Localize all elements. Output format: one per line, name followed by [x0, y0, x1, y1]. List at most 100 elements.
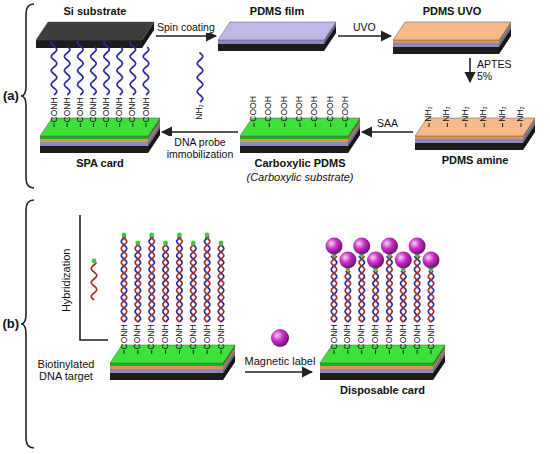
substrate-slab	[240, 118, 360, 153]
target-strand	[190, 244, 196, 322]
label-text: CONH	[62, 97, 72, 122]
substrate-slab	[415, 118, 535, 150]
surface-stem	[346, 123, 347, 127]
substrate-slab	[218, 22, 336, 51]
label-text: Magnetic label	[245, 355, 316, 368]
probe-strand	[51, 41, 57, 95]
surface-stem	[54, 123, 55, 127]
caption-text: Disposable card	[340, 383, 425, 397]
probe-strand	[400, 271, 406, 322]
surface-stem	[300, 123, 301, 127]
slab-layer	[240, 136, 348, 139]
arrow-label: DNA probe immobilization	[160, 136, 240, 160]
biotin-dot	[177, 233, 182, 238]
surface-stem	[429, 123, 430, 127]
label-text: COOH	[341, 96, 351, 122]
substrate-slab	[110, 345, 235, 380]
card-caption: SPA card	[76, 156, 124, 170]
label-text: NH₂	[461, 106, 471, 122]
slab-layer	[393, 43, 499, 47]
surface-stem	[447, 123, 448, 127]
process-arrow	[162, 131, 238, 133]
surface-stem	[207, 350, 208, 354]
surface-stem	[284, 123, 285, 127]
probe-strand	[190, 244, 196, 322]
label-text: CONH	[89, 97, 99, 122]
target-strand	[428, 271, 434, 322]
label-text: CONH	[75, 97, 85, 122]
surface-stem	[124, 350, 125, 354]
magnetic-bead	[353, 238, 370, 255]
target-strand	[149, 237, 155, 323]
probe-strand	[331, 256, 337, 322]
label-text: CONH	[49, 97, 59, 122]
probe-strand	[428, 271, 434, 322]
biotin-dot	[191, 241, 196, 246]
label-text: NH₂	[195, 104, 205, 120]
magnetic-arrow	[245, 371, 312, 373]
target-strand	[400, 271, 406, 322]
slab-layer	[415, 139, 523, 143]
substrate-slab	[320, 345, 445, 380]
label-text: NH₂	[442, 106, 452, 122]
slab-layer	[110, 366, 223, 369]
probe-strand	[117, 47, 123, 95]
target-strand	[91, 263, 97, 301]
probe-strand	[130, 41, 136, 95]
surface-stem	[315, 123, 316, 127]
label-text: CONH	[128, 97, 138, 122]
slab-layer	[218, 40, 324, 44]
probe-strand	[373, 271, 379, 322]
label-text: (a)	[3, 89, 19, 104]
magnetic-bead	[395, 252, 412, 269]
surface-stem	[146, 123, 147, 127]
target-strand	[359, 256, 365, 322]
probe-strand	[135, 244, 141, 322]
label-text: CONH	[357, 324, 367, 349]
slab-layer	[40, 139, 148, 142]
label-text: COOH	[326, 96, 336, 122]
label-text: CONH	[141, 97, 151, 122]
surface-stem	[484, 123, 485, 127]
process-arrow	[338, 35, 391, 37]
probe-strand	[64, 47, 70, 95]
caption-text: PDMS film	[250, 4, 304, 18]
slab-top	[393, 22, 511, 40]
surface-stem	[106, 123, 107, 127]
surface-stem	[221, 350, 222, 354]
slab-layer	[393, 47, 499, 54]
slab-layer	[320, 363, 433, 366]
label-text: CONH	[147, 324, 157, 349]
slab-layer	[110, 363, 223, 366]
label-text: CONH	[426, 324, 436, 349]
substrate-slab	[40, 118, 160, 153]
substrate-card: Disposable card	[320, 225, 445, 399]
probe-strand	[149, 237, 155, 323]
label-text: CONH	[115, 97, 125, 122]
arrow-label: Spin coating	[156, 21, 216, 33]
label-text: NH₂	[498, 106, 508, 122]
label-text: CONH	[398, 324, 408, 349]
label-text: CONH	[371, 324, 381, 349]
target-strand	[331, 256, 337, 322]
caption-text: SPA card	[76, 156, 124, 170]
slab-layer	[40, 136, 148, 139]
target-strand	[387, 256, 393, 322]
surface-stem	[465, 123, 466, 127]
probe-strand	[143, 47, 149, 95]
substrate-card: PDMS film	[218, 4, 336, 53]
slab-layer	[110, 369, 223, 373]
surface-stem	[334, 350, 335, 354]
probe-strand	[345, 271, 351, 322]
surface-stem	[502, 123, 503, 127]
magnetic-bead	[339, 252, 356, 269]
probe-strand	[218, 244, 224, 322]
slab-layer	[320, 373, 433, 380]
label-text: CONH	[161, 324, 171, 349]
label-text: NH₂	[479, 106, 489, 122]
slab-layer	[110, 373, 223, 380]
biotin-dot	[135, 241, 140, 246]
surface-stem	[330, 123, 331, 127]
surface-stem	[80, 123, 81, 127]
